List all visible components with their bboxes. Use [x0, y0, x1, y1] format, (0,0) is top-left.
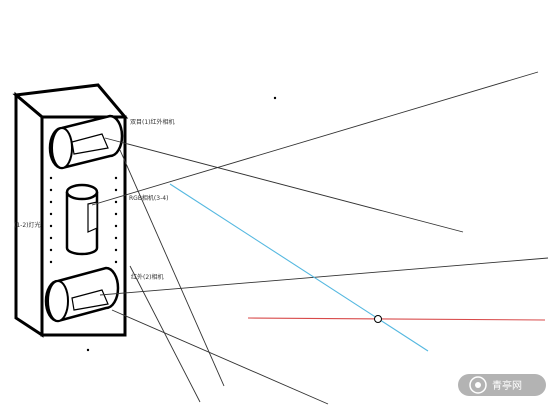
watermark-pill: [458, 374, 546, 396]
middle-cylinder-lens: [87, 201, 98, 233]
housing-side-face: [14, 91, 44, 338]
label-top-camera: 双目(1)红外相机: [130, 118, 175, 126]
intersection-marker: [374, 315, 382, 323]
projection-rays: [91, 71, 549, 405]
middle-cylinder-top: [65, 183, 99, 201]
watermark-logo-dot-icon: [475, 382, 481, 388]
bottom-cylinder-end: [47, 280, 69, 322]
label-left-side: (1-2)灯光: [14, 221, 40, 229]
top-cylinder-lens: [71, 133, 109, 155]
red-line: [247, 317, 546, 321]
label-bottom-camera: 红外(2)相机: [131, 273, 164, 281]
ray-middle-down: [129, 265, 201, 403]
watermark-logo-icon: [469, 376, 487, 394]
middle-camera-cylinder: [65, 183, 99, 256]
bottom-cylinder-lens: [71, 289, 109, 311]
watermark: 青亭网: [458, 374, 546, 396]
blue-line: [169, 183, 429, 352]
label-middle-camera: RGB相机(3-4): [129, 194, 168, 202]
bottom-camera-cylinder: [44, 266, 120, 323]
ray-top-right: [104, 137, 464, 233]
side-dots: [49, 96, 277, 352]
top-camera-cylinder: [48, 114, 124, 170]
watermark-text: 青亭网: [492, 379, 522, 392]
top-cylinder-end: [51, 127, 73, 169]
ray-top-down: [119, 149, 225, 387]
ray-bottom-down: [111, 309, 329, 405]
ray-bottom-right: [99, 257, 549, 296]
ray-middle-up: [91, 71, 539, 206]
